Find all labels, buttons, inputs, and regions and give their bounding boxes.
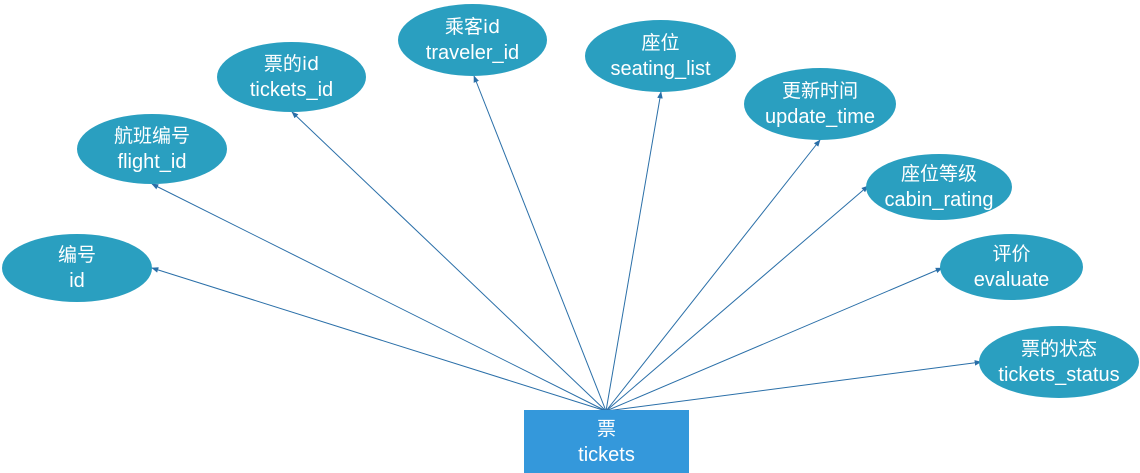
edge-to-evaluate xyxy=(605,267,943,412)
attribute-node-cabin-rating: 座位等级 cabin_rating xyxy=(866,154,1012,220)
attribute-label-en: tickets_id xyxy=(249,79,334,101)
attribute-label-zh: 编号 xyxy=(57,244,96,266)
attribute-label-en: id xyxy=(69,270,85,292)
attribute-label-zh: 航班编号 xyxy=(113,125,190,147)
attribute-label-en: update_time xyxy=(764,106,876,128)
attribute-label-zh: 更新时间 xyxy=(781,80,858,102)
edge-to-seating-list xyxy=(605,91,663,412)
attribute-label-zh: 座位 xyxy=(641,32,680,54)
entity-label-en: tickets xyxy=(578,443,635,466)
attribute-label-zh: 票的状态 xyxy=(1020,338,1097,360)
attribute-label-zh: 乘客id xyxy=(444,16,501,38)
edge-to-tickets-status xyxy=(605,360,982,412)
attribute-label-zh: 座位等级 xyxy=(900,163,977,185)
attribute-label-en: evaluate xyxy=(973,269,1050,291)
attribute-label-en: cabin_rating xyxy=(884,189,994,211)
attribute-label-en: tickets_status xyxy=(998,364,1120,386)
edge-to-cabin-rating xyxy=(605,185,869,412)
attribute-label-en: flight_id xyxy=(117,151,187,173)
attribute-node-id: 编号 id xyxy=(2,234,152,302)
entity-label-zh: 票 xyxy=(596,417,616,440)
edge-to-flight-id xyxy=(151,183,607,412)
attribute-label-zh: 评价 xyxy=(992,243,1031,265)
attribute-node-seating-list: 座位 seating_list xyxy=(585,20,736,92)
attribute-label-zh: 票的id xyxy=(263,53,320,75)
attribute-node-evaluate: 评价 evaluate xyxy=(940,234,1083,300)
entity-tickets: 票 tickets xyxy=(524,410,689,473)
edge-to-id xyxy=(151,267,607,412)
attribute-node-update-time: 更新时间 update_time xyxy=(744,68,896,140)
edge-to-update-time xyxy=(605,139,821,412)
edge-to-tickets-id xyxy=(291,111,607,412)
attribute-label-en: traveler_id xyxy=(425,42,520,64)
attribute-node-tickets-id: 票的id tickets_id xyxy=(217,42,366,112)
attribute-node-flight-id: 航班编号 flight_id xyxy=(77,114,227,184)
attribute-node-traveler-id: 乘客id traveler_id xyxy=(398,4,547,76)
attribute-label-en: seating_list xyxy=(610,58,711,80)
attribute-node-tickets-status: 票的状态 tickets_status xyxy=(979,326,1139,398)
edge-to-traveler-id xyxy=(473,75,607,412)
